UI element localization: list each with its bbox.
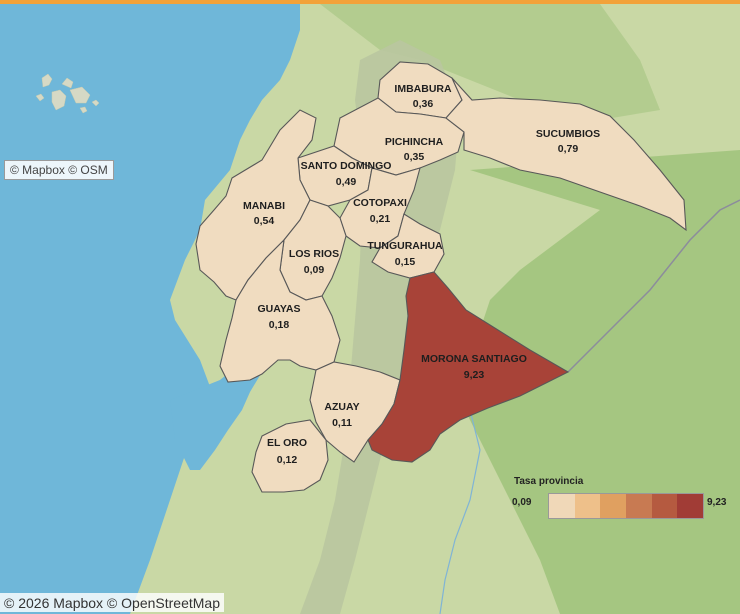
- andes-mountains: [300, 40, 460, 614]
- label-cotopaxi-value: 0,21: [370, 213, 391, 225]
- mapbox-attribution-small[interactable]: © Mapbox © OSM: [4, 160, 114, 180]
- legend-min-value: 0,09: [512, 497, 532, 508]
- province-el-oro[interactable]: [251, 419, 329, 493]
- galapagos-islands: [35, 73, 100, 114]
- province-shapes[interactable]: [195, 61, 687, 493]
- legend-max-value: 9,23: [707, 497, 727, 508]
- label-sucumbios-name: SUCUMBIOS: [536, 128, 600, 140]
- label-imbabura-value: 0,36: [413, 98, 434, 110]
- province-labels: IMBABURA 0,36 PICHINCHA 0,35 SUCUMBIOS 0…: [243, 83, 600, 466]
- country-border: [567, 199, 740, 373]
- label-sucumbios-value: 0,79: [558, 143, 579, 155]
- forest-north: [320, 4, 660, 120]
- label-imbabura-name: IMBABURA: [394, 83, 452, 95]
- label-manabi-value: 0,54: [254, 215, 275, 227]
- label-guayas-name: GUAYAS: [258, 303, 301, 315]
- river: [439, 409, 481, 614]
- label-azuay-value: 0,11: [332, 417, 352, 429]
- top-accent-bar: [0, 0, 740, 4]
- legend-title: Tasa provincia: [514, 476, 584, 487]
- legend-color-scale: [548, 493, 704, 519]
- label-tungurahua-name: TUNGURAHUA: [367, 240, 443, 252]
- legend-swatch-5: [651, 494, 678, 518]
- label-el-oro-name: EL ORO: [267, 437, 307, 449]
- gulf: [170, 352, 270, 470]
- label-guayas-value: 0,18: [269, 319, 290, 331]
- mapbox-attribution-bottom[interactable]: © 2026 Mapbox © OpenStreetMap: [0, 593, 224, 612]
- legend-swatch-1: [549, 494, 575, 518]
- label-manabi-name: MANABI: [243, 200, 285, 212]
- label-azuay-name: AZUAY: [324, 401, 359, 413]
- label-cotopaxi-name: COTOPAXI: [353, 197, 407, 209]
- legend-swatch-6: [677, 494, 704, 518]
- label-el-oro-value: 0,12: [277, 454, 298, 466]
- legend-swatch-4: [626, 494, 652, 518]
- legend-swatch-2: [574, 494, 601, 518]
- label-morona-santiago-name: MORONA SANTIAGO: [421, 353, 527, 365]
- label-los-rios-name: LOS RIOS: [289, 248, 339, 260]
- label-pichincha-value: 0,35: [404, 151, 425, 163]
- label-morona-santiago-value: 9,23: [464, 369, 485, 381]
- label-los-rios-value: 0,09: [304, 264, 325, 276]
- province-sucumbios[interactable]: [445, 77, 687, 232]
- label-santo-domingo-value: 0,49: [336, 176, 357, 188]
- province-morona-santiago[interactable]: [367, 271, 570, 463]
- label-santo-domingo-name: SANTO DOMINGO: [301, 160, 392, 172]
- label-tungurahua-value: 0,15: [395, 256, 416, 268]
- legend-swatch-3: [600, 494, 627, 518]
- label-pichincha-name: PICHINCHA: [385, 136, 444, 148]
